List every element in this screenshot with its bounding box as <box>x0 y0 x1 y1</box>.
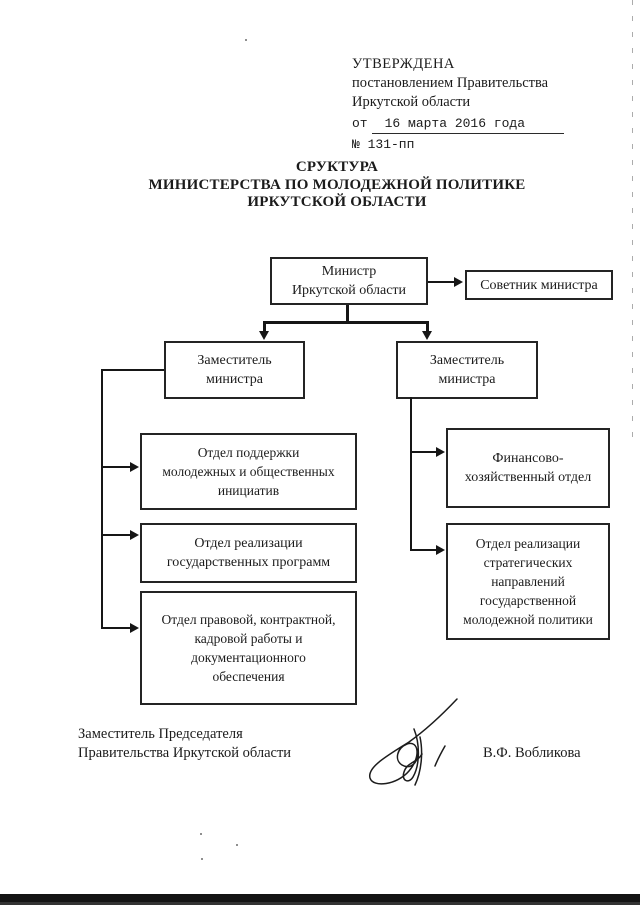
arrowhead-left-unit3 <box>130 623 139 633</box>
scan-speck <box>200 833 202 835</box>
arrowhead-right-unit1 <box>436 447 445 457</box>
connector-deputy-right-drop <box>426 321 429 332</box>
scan-speck <box>201 858 203 860</box>
org-box-advisor: Советник министра <box>465 270 613 300</box>
org-box-financial-dept: Финансово-хозяйственный отдел <box>446 428 610 508</box>
scan-speck <box>236 844 238 846</box>
signoff-position: Заместитель Председателя Правительства И… <box>78 725 291 763</box>
title-line-3: ИРКУТСКОЙ ОБЛАСТИ <box>247 194 427 210</box>
connector-deputy-left-drop <box>263 321 266 332</box>
connector-left-bus-vertical <box>101 369 103 629</box>
scan-artifact-bottom-bar <box>0 894 640 905</box>
arrowhead-right-unit2 <box>436 545 445 555</box>
arrowhead-advisor <box>454 277 463 287</box>
connector-left-unit2 <box>101 534 131 536</box>
arrowhead-left-unit2 <box>130 530 139 540</box>
arrowhead-left-unit1 <box>130 462 139 472</box>
signoff-position-line-1: Заместитель Председателя <box>78 726 243 742</box>
approval-decree-line: постановлением Правительства <box>352 75 549 91</box>
connector-left-unit1 <box>101 466 131 468</box>
connector-right-unit2 <box>410 549 437 551</box>
org-box-legal-dept: Отдел правовой, контрактной,кадровой раб… <box>140 591 357 705</box>
approval-block: УТВЕРЖДЕНА постановлением Правительства … <box>352 55 582 154</box>
connector-right-bus-vertical <box>410 397 412 551</box>
approval-number: № 131-пп <box>352 137 415 152</box>
arrowhead-deputy-left <box>259 331 269 340</box>
title-line-2: МИНИСТЕРСТВА ПО МОЛОДЕЖНОЙ ПОЛИТИКЕ <box>148 176 526 193</box>
title-line-1: СРУКТУРА <box>295 159 379 175</box>
connector-deputies-crossbar <box>263 321 429 324</box>
connector-right-unit1 <box>410 451 437 453</box>
approval-approved-label: УТВЕРЖДЕНА <box>352 56 455 72</box>
connector-left-unit3 <box>101 627 131 629</box>
handwritten-signature-icon <box>369 698 458 786</box>
approval-date-prefix: от <box>352 116 368 131</box>
document-title: СРУКТУРА МИНИСТЕРСТВА ПО МОЛОДЕЖНОЙ ПОЛИ… <box>37 159 637 212</box>
approval-region-line: Иркутской области <box>352 94 471 110</box>
connector-deputy-left-bus <box>101 369 164 371</box>
scan-artifact-dashed-line <box>632 0 633 446</box>
connector-minister-stem <box>346 305 349 322</box>
approval-date-value: 16 марта 2016 года <box>371 114 564 134</box>
arrowhead-deputy-right <box>422 331 432 340</box>
scan-speck <box>245 39 247 41</box>
connector-minister-advisor <box>428 281 455 283</box>
signer-name: В.Ф. Вобликова <box>483 745 581 761</box>
signoff-position-line-2: Правительства Иркутской области <box>78 745 292 761</box>
